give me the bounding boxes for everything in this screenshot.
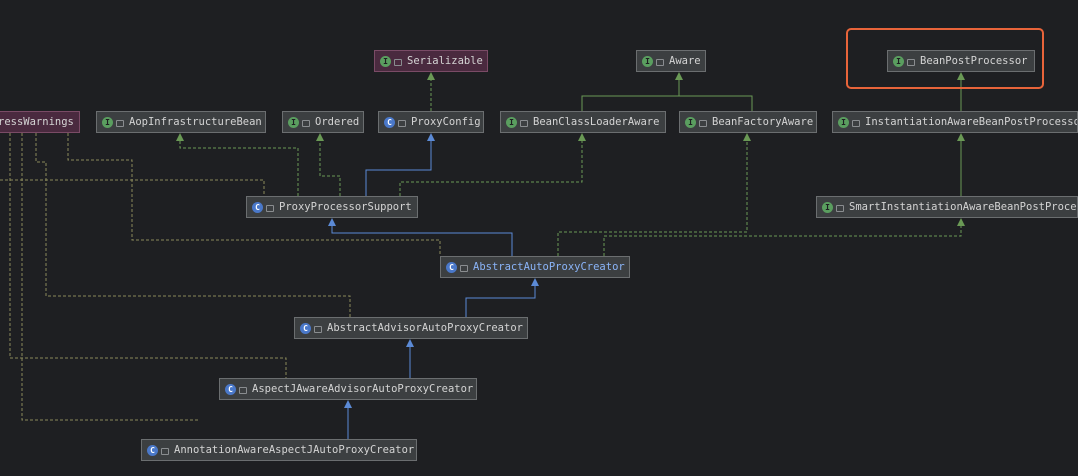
- arrow-instantiation: [957, 133, 965, 141]
- node-bean-post-processor[interactable]: I BeanPostProcessor: [887, 50, 1035, 72]
- lock-icon: [852, 119, 860, 127]
- arrow-bfa: [743, 133, 751, 141]
- node-proxy-processor-support[interactable]: C ProxyProcessorSupport: [246, 196, 418, 218]
- edge-aapc-pps: [331, 226, 513, 256]
- node-label: AspectJAwareAdvisorAutoProxyCreator: [252, 383, 474, 395]
- arrow-ajaapc: [344, 400, 352, 408]
- interface-icon: I: [288, 116, 299, 128]
- edge-sw-ajaapc: [9, 133, 287, 378]
- node-label: Aware: [669, 55, 701, 67]
- edge-aaapc-aapc: [465, 286, 536, 317]
- node-label: AbstractAdvisorAutoProxyCreator: [327, 322, 523, 334]
- arrow-aapc: [531, 278, 539, 286]
- lock-icon: [266, 204, 274, 212]
- node-smart-instantiation-aware-bean-post-processor[interactable]: I SmartInstantiationAwareBeanPostProce: [816, 196, 1078, 218]
- interface-icon: I: [380, 55, 391, 67]
- node-serializable[interactable]: I Serializable: [374, 50, 488, 72]
- node-abstract-auto-proxy-creator[interactable]: C AbstractAutoProxyCreator: [440, 256, 630, 278]
- node-label: Serializable: [407, 55, 483, 67]
- edge-pps-bcla: [399, 141, 583, 196]
- class-icon: C: [225, 383, 236, 395]
- arrow-smart: [957, 218, 965, 226]
- class-icon: C: [147, 444, 158, 456]
- edge-pps-aop: [179, 141, 299, 196]
- interface-icon: I: [893, 55, 904, 67]
- node-annotation-aware-aspectj-auto-proxy-creator[interactable]: C AnnotationAwareAspectJAutoProxyCreator: [141, 439, 417, 461]
- lock-icon: [302, 119, 310, 127]
- node-label: Ordered: [315, 116, 360, 128]
- lock-icon: [116, 119, 124, 127]
- node-label: AopInfrastructureBean: [129, 116, 262, 128]
- node-aop-infrastructure-bean[interactable]: I AopInfrastructureBean: [96, 111, 266, 133]
- lock-icon: [398, 119, 406, 127]
- arrow-pps: [328, 218, 336, 226]
- node-label: ressWarnings: [0, 116, 74, 128]
- class-icon: C: [252, 201, 263, 213]
- edge-beanclassloaderaware-aware: [581, 80, 680, 111]
- highlight-box: [846, 28, 1044, 89]
- arrow-aop: [176, 133, 184, 141]
- interface-icon: I: [685, 116, 696, 128]
- lock-icon: [907, 58, 915, 66]
- node-abstract-advisor-auto-proxy-creator[interactable]: C AbstractAdvisorAutoProxyCreator: [294, 317, 528, 339]
- node-label: BeanPostProcessor: [920, 55, 1028, 67]
- interface-icon: I: [642, 55, 653, 67]
- edge-pps-ordered: [319, 141, 341, 196]
- node-label: ProxyProcessorSupport: [279, 201, 412, 213]
- arrow-bcla: [578, 133, 586, 141]
- edge-pps-proxyconfig: [365, 141, 432, 196]
- arrow-proxyconfig: [427, 133, 435, 141]
- node-bean-factory-aware[interactable]: I BeanFactoryAware: [679, 111, 817, 133]
- lock-icon: [394, 58, 402, 66]
- interface-icon: I: [102, 116, 113, 128]
- arrow-aaapc: [406, 339, 414, 347]
- node-label: AnnotationAwareAspectJAutoProxyCreator: [174, 444, 415, 456]
- arrow-aware: [675, 72, 683, 80]
- node-aware[interactable]: I Aware: [636, 50, 706, 72]
- edge-aapc-bfa: [557, 141, 748, 256]
- arrow-ordered: [316, 133, 324, 141]
- lock-icon: [161, 447, 169, 455]
- node-label: BeanClassLoaderAware: [533, 116, 660, 128]
- arrow-serializable: [427, 72, 435, 80]
- node-proxy-config[interactable]: C ProxyConfig: [378, 111, 484, 133]
- lock-icon: [699, 119, 707, 127]
- arrow-beanpostprocessor: [957, 72, 965, 80]
- node-label: ProxyConfig: [411, 116, 481, 128]
- edge-sw-aapc: [67, 133, 441, 256]
- edge-sw-aaapc: [35, 133, 351, 317]
- node-bean-class-loader-aware[interactable]: I BeanClassLoaderAware: [500, 111, 666, 133]
- node-label: AbstractAutoProxyCreator: [473, 261, 625, 273]
- node-label: SmartInstantiationAwareBeanPostProce: [849, 201, 1077, 213]
- abstract-class-icon: C: [446, 261, 457, 273]
- node-instantiation-aware-bean-post-processor[interactable]: I InstantiationAwareBeanPostProcesso: [832, 111, 1078, 133]
- interface-icon: I: [506, 116, 517, 128]
- lock-icon: [656, 58, 664, 66]
- node-aspectj-aware-advisor-auto-proxy-creator[interactable]: C AspectJAwareAdvisorAutoProxyCreator: [219, 378, 477, 400]
- node-label: InstantiationAwareBeanPostProcesso: [865, 116, 1078, 128]
- node-suppress-warnings[interactable]: ressWarnings: [0, 111, 80, 133]
- lock-icon: [239, 386, 247, 394]
- lock-icon: [314, 325, 322, 333]
- edge-sw-annotation: [21, 133, 200, 421]
- interface-icon: I: [838, 116, 849, 128]
- lock-icon: [520, 119, 528, 127]
- node-ordered[interactable]: I Ordered: [282, 111, 364, 133]
- lock-icon: [836, 204, 844, 212]
- class-icon: C: [300, 322, 311, 334]
- edge-beanfactoryaware-aware: [679, 95, 753, 111]
- edge-sw-pps: [0, 179, 265, 196]
- class-icon: C: [384, 116, 395, 128]
- node-label: BeanFactoryAware: [712, 116, 814, 128]
- interface-icon: I: [822, 201, 833, 213]
- lock-icon: [460, 264, 468, 272]
- edge-aapc-smart: [603, 226, 962, 256]
